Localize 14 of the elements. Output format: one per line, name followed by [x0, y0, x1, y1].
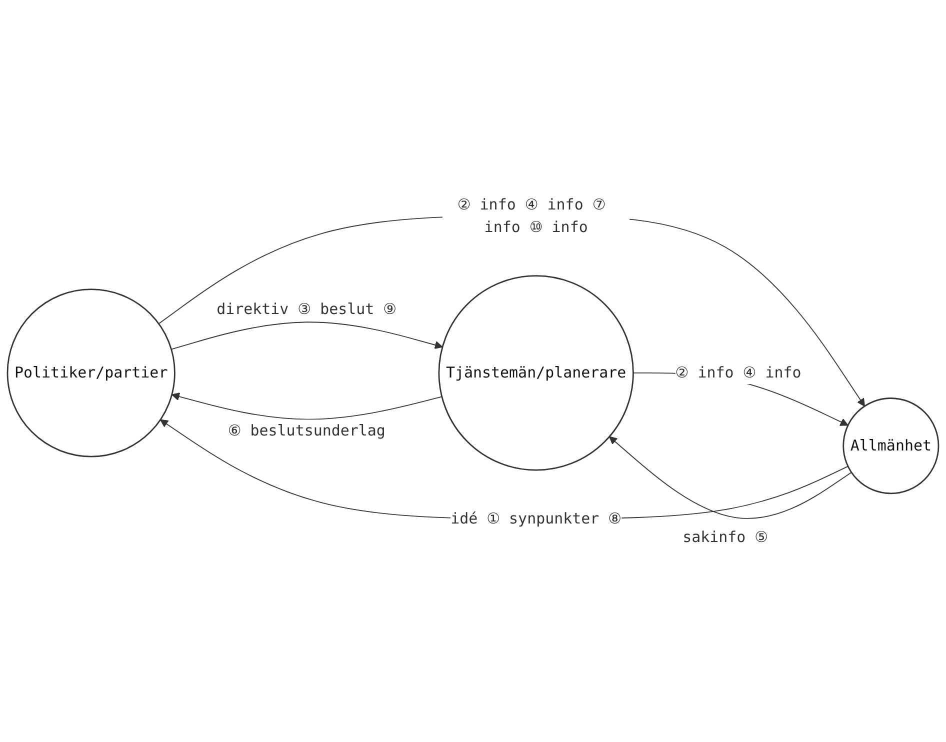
node-circle: Allmänhet: [842, 397, 940, 494]
arrow: [172, 392, 442, 420]
edge-label: sakinfo ⑤: [682, 528, 768, 546]
node-circle: Politiker/partier: [6, 288, 176, 458]
arrow: [170, 322, 443, 350]
node-circle: Tjänstemän/planerare: [438, 275, 634, 471]
edge-label: ⑥ beslutsunderlag: [228, 421, 386, 440]
edge-label: ② info ④ info: [675, 364, 802, 382]
edge-label: direktiv ③ beslut ⑨: [216, 300, 397, 318]
arrow: [160, 419, 848, 520]
edge-label: ② info ④ info ⑦ info ⑩ info: [457, 195, 606, 236]
arrow: [609, 436, 852, 519]
arrow: [158, 215, 865, 406]
edge-label: idé ① synpunkter ⑧: [450, 509, 622, 528]
